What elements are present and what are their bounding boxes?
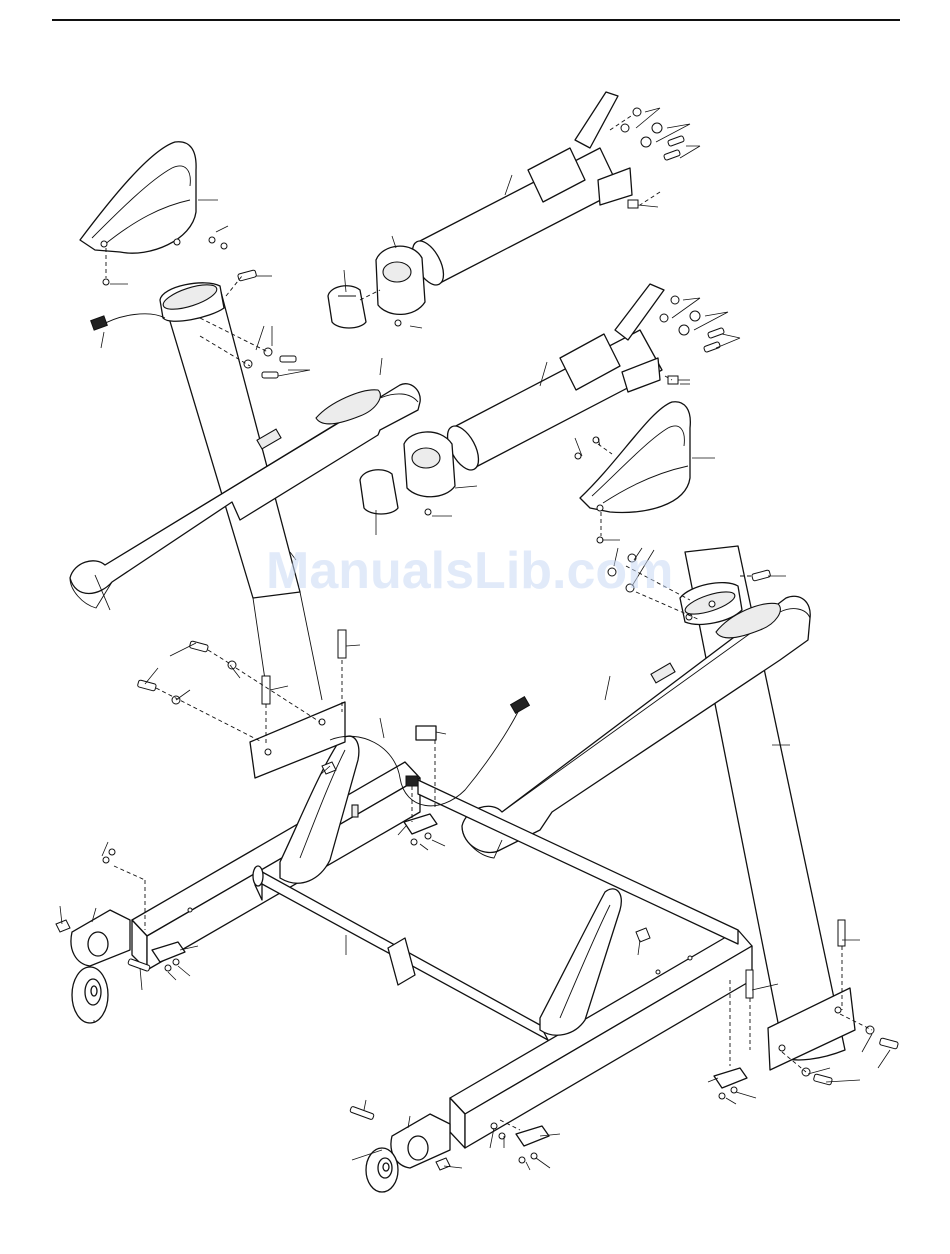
left-handlebar-cover — [80, 142, 218, 278]
left-end-cap — [328, 246, 425, 328]
watermark: ManualsLib.com — [266, 541, 673, 601]
right-handlebar-cover — [580, 402, 715, 536]
left-handlebar-tube — [406, 92, 640, 290]
